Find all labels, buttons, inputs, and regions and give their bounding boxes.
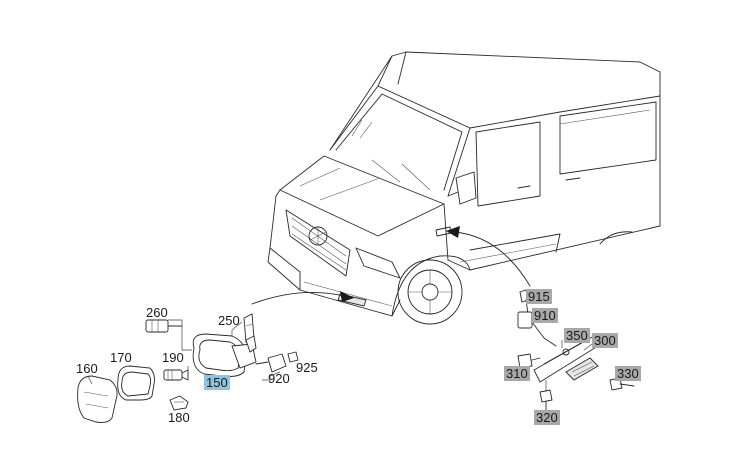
callout-190: 190 <box>162 350 184 365</box>
callout-320: 320 <box>534 410 560 425</box>
connector-920 <box>255 353 287 373</box>
callout-915: 915 <box>526 289 552 304</box>
screw-330 <box>609 377 635 391</box>
van-illustration <box>267 51 661 325</box>
callout-925: 925 <box>296 360 318 375</box>
callout-300: 300 <box>592 333 618 348</box>
callout-920: 920 <box>268 371 290 386</box>
callout-160: 160 <box>76 361 98 376</box>
plug-925 <box>287 351 299 363</box>
callout-150: 150 <box>204 375 230 390</box>
clip-180 <box>169 395 189 411</box>
screw-260 <box>145 319 183 333</box>
bulb-190 <box>163 369 189 381</box>
callout-180: 180 <box>168 410 190 425</box>
lens-frame-170 <box>117 365 155 401</box>
arrow-to-fog-lamp <box>251 291 354 305</box>
callout-170: 170 <box>110 350 132 365</box>
lens-160 <box>77 375 118 423</box>
socket-320 <box>539 389 553 411</box>
fog-lamp-150 <box>192 333 257 377</box>
callout-260: 260 <box>146 305 168 320</box>
callout-250: 250 <box>218 313 240 328</box>
arrow-to-side-marker <box>446 226 531 287</box>
callout-350: 350 <box>564 328 590 343</box>
callout-910: 910 <box>532 308 558 323</box>
marker-lens-300 <box>565 357 599 381</box>
callout-310: 310 <box>504 366 530 381</box>
callout-330: 330 <box>615 366 641 381</box>
bulb-310 <box>517 353 541 369</box>
